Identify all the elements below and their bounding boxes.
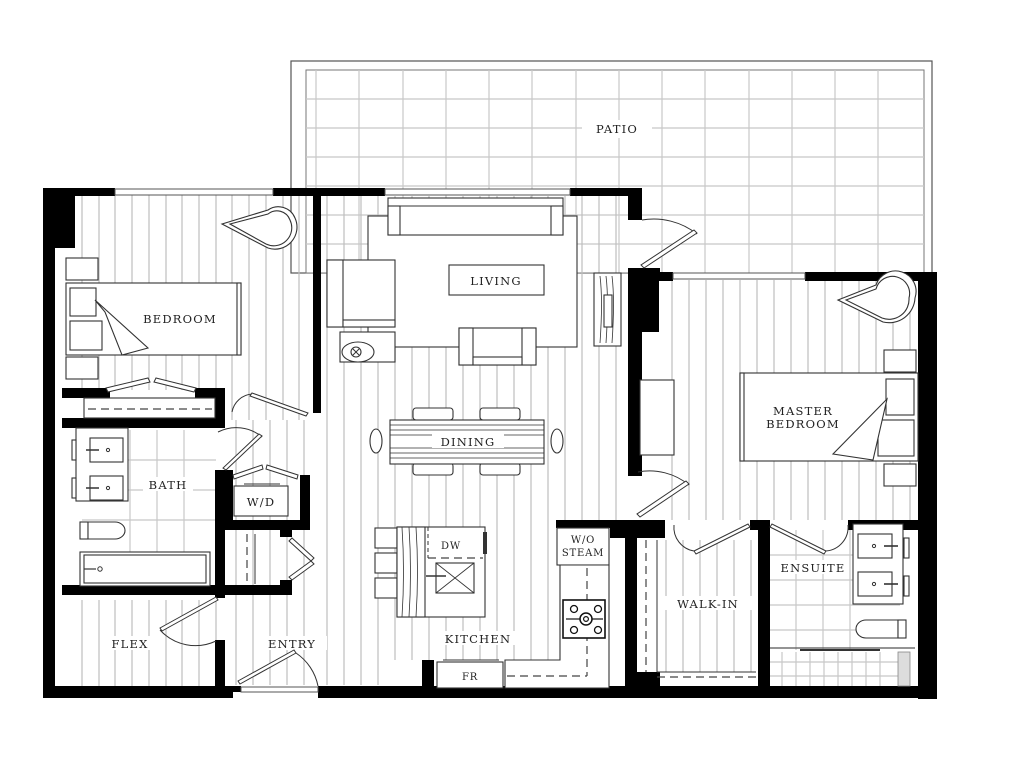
wall-oven-label-2: STEAM (562, 548, 604, 559)
master-bedroom: MASTER BEDROOM (636, 270, 919, 518)
walk-in-closet: WALK-IN (645, 523, 756, 678)
entry-label: ENTRY (268, 637, 316, 651)
laundry-closet: W/D (232, 464, 315, 584)
walk-in-label: WALK-IN (677, 597, 739, 611)
patio-label: PATIO (596, 122, 638, 136)
patio-door (640, 218, 698, 269)
flex-label: FLEX (112, 637, 149, 651)
entry: ENTRY (237, 636, 327, 687)
living: LIVING (326, 197, 622, 366)
ensuite: ENSUITE (769, 523, 915, 687)
ensuite-label: ENSUITE (780, 561, 845, 575)
bedroom-label: BEDROOM (143, 312, 217, 326)
bedroom: BEDROOM (65, 206, 309, 419)
flex: FLEX (102, 596, 219, 651)
fridge-label: FR (462, 672, 478, 683)
windows (114, 188, 806, 693)
kitchen-label: KITCHEN (445, 632, 512, 646)
master-bedroom-label-1: MASTER (773, 404, 833, 418)
wall-oven-label-1: W/O (571, 535, 595, 546)
master-bedroom-label-2: BEDROOM (766, 417, 840, 431)
dining-label: DINING (441, 435, 496, 449)
washer-dryer-label: W/D (247, 495, 276, 509)
dishwasher-label: DW (441, 541, 461, 552)
kitchen: DW W/O STEAM FR KITCHEN (374, 526, 610, 689)
living-label: LIVING (470, 274, 521, 288)
bath-label: BATH (149, 478, 188, 492)
bath: BATH (71, 427, 263, 587)
dining: DINING (369, 407, 564, 476)
